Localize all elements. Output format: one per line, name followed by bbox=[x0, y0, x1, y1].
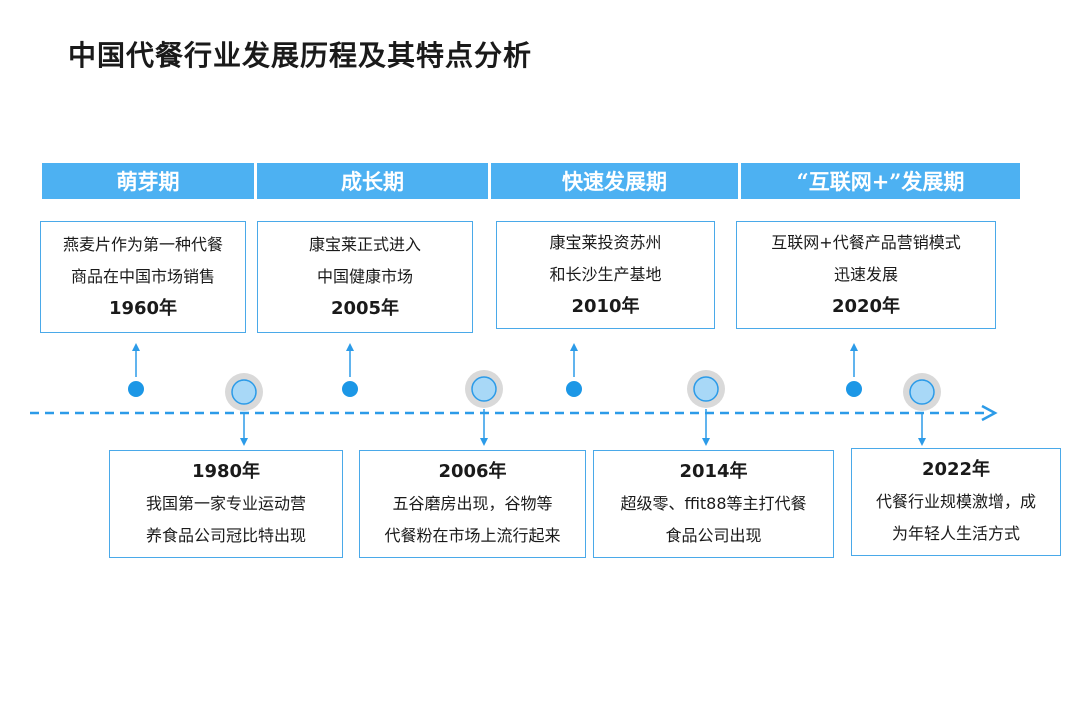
event-text-line: 我国第一家专业运动营 bbox=[145, 494, 306, 513]
event-year: 1960年 bbox=[108, 298, 178, 319]
event-box-2006: 2006年 五谷磨房出现，谷物等 代餐粉在市场上流行起来 bbox=[359, 450, 586, 558]
event-year: 1980年 bbox=[191, 461, 261, 482]
event-text-line: 食品公司出现 bbox=[665, 526, 762, 545]
marker-1960 bbox=[128, 343, 144, 397]
marker-1980 bbox=[225, 373, 263, 446]
page-title: 中国代餐行业发展历程及其特点分析 bbox=[68, 39, 533, 72]
event-box-1960: 燕麦片作为第一种代餐 商品在中国市场销售 1960年 bbox=[40, 221, 246, 333]
event-box-2020: 互联网+代餐产品营销模式 迅速发展 2020年 bbox=[736, 221, 996, 329]
event-text-line: 康宝莱投资苏州 bbox=[549, 233, 662, 252]
event-box-2014: 2014年 超级零、ffit88等主打代餐 食品公司出现 bbox=[593, 450, 834, 558]
event-box-2005: 康宝莱正式进入 中国健康市场 2005年 bbox=[257, 221, 473, 333]
event-box-2010: 康宝莱投资苏州 和长沙生产基地 2010年 bbox=[496, 221, 715, 329]
phase-bar: 萌芽期 成长期 快速发展期 “互联网+”发展期 bbox=[42, 163, 1020, 199]
event-year: 2022年 bbox=[921, 459, 991, 480]
event-year: 2014年 bbox=[679, 461, 748, 482]
event-year: 2020年 bbox=[831, 296, 901, 317]
phase-sprout: 萌芽期 bbox=[42, 163, 254, 199]
event-text-line: 和长沙生产基地 bbox=[549, 265, 662, 284]
event-text-line: 代餐行业规模激增，成 bbox=[875, 492, 1036, 511]
timeline-arrow-head bbox=[981, 404, 998, 422]
marker-2006 bbox=[465, 370, 503, 446]
event-text-line: 养食品公司冠比特出现 bbox=[145, 526, 306, 545]
event-text-line: 互联网+代餐产品营销模式 bbox=[771, 233, 961, 252]
event-year: 2010年 bbox=[571, 296, 640, 317]
event-text-line: 中国健康市场 bbox=[316, 267, 413, 286]
event-text-line: 为年轻人生活方式 bbox=[891, 524, 1020, 543]
event-box-1980: 1980年 我国第一家专业运动营 养食品公司冠比特出现 bbox=[109, 450, 343, 558]
event-year: 2005年 bbox=[330, 298, 400, 319]
marker-2020 bbox=[846, 343, 862, 397]
event-text-line: 超级零、ffit88等主打代餐 bbox=[620, 494, 807, 513]
event-text-line: 商品在中国市场销售 bbox=[70, 267, 215, 286]
event-text-line: 代餐粉在市场上流行起来 bbox=[384, 526, 561, 545]
phase-growth: 成长期 bbox=[257, 163, 488, 199]
event-text-line: 康宝莱正式进入 bbox=[308, 235, 421, 254]
event-text-line: 燕麦片作为第一种代餐 bbox=[62, 235, 223, 254]
marker-2014 bbox=[687, 370, 725, 446]
marker-2022 bbox=[903, 373, 941, 446]
phase-rapid: 快速发展期 bbox=[491, 163, 738, 199]
phase-internet: “互联网+”发展期 bbox=[741, 163, 1020, 199]
event-year: 2006年 bbox=[438, 461, 507, 482]
event-text-line: 迅速发展 bbox=[833, 265, 898, 284]
marker-2005 bbox=[342, 343, 358, 397]
event-text-line: 五谷磨房出现，谷物等 bbox=[392, 494, 553, 513]
marker-2010 bbox=[566, 343, 582, 397]
event-box-2022: 2022年 代餐行业规模激增，成 为年轻人生活方式 bbox=[851, 448, 1061, 556]
